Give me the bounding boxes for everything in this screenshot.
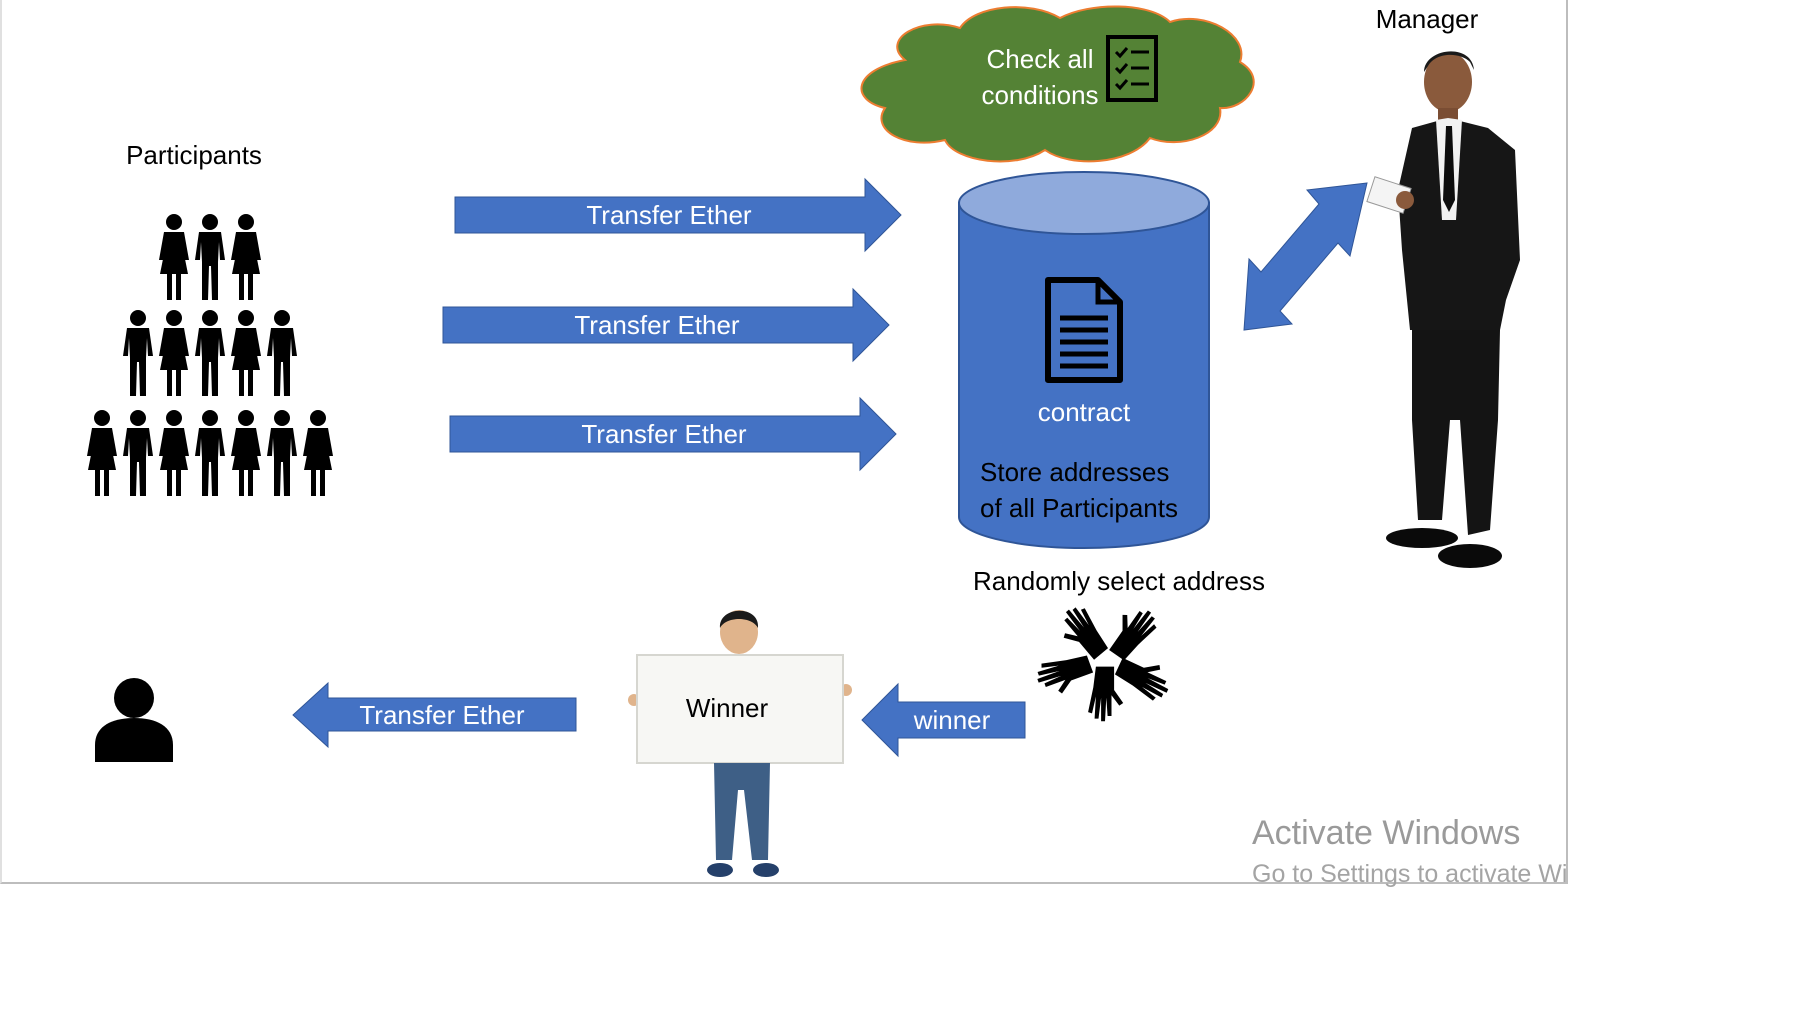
random-select-label: Randomly select address bbox=[973, 566, 1265, 596]
check-conditions-line2: conditions bbox=[981, 80, 1098, 110]
store-addresses-line2: of all Participants bbox=[980, 493, 1178, 523]
transfer-arrow-3: Transfer Ether bbox=[449, 396, 897, 472]
transfer-arrow-2-label: Transfer Ether bbox=[574, 310, 740, 340]
businessman-figure bbox=[1366, 51, 1520, 568]
document-icon bbox=[1045, 277, 1123, 383]
transfer-arrow-1-label: Transfer Ether bbox=[586, 200, 752, 230]
activate-windows-subtext: Go to Settings to activate Wi bbox=[1252, 860, 1567, 888]
transfer-arrow-2: Transfer Ether bbox=[442, 287, 890, 363]
user-icon bbox=[95, 678, 173, 762]
transfer-arrow-3-label: Transfer Ether bbox=[581, 419, 747, 449]
manager-double-arrow bbox=[1243, 182, 1368, 331]
hands-circle-icon bbox=[1032, 600, 1176, 722]
transfer-arrow-out: Transfer Ether bbox=[292, 681, 577, 749]
participants-label: Participants bbox=[126, 140, 262, 170]
check-conditions-cloud: Check all conditions bbox=[860, 5, 1255, 163]
child-holding-sign-figure: Winner bbox=[628, 610, 852, 877]
winner-sign-label: Winner bbox=[686, 693, 769, 723]
checklist-icon bbox=[1106, 35, 1158, 102]
winner-arrow: winner bbox=[861, 682, 1026, 758]
contract-cylinder: contract Store addresses of all Particip… bbox=[958, 171, 1210, 549]
contract-label: contract bbox=[1038, 397, 1131, 427]
manager-label: Manager bbox=[1376, 4, 1479, 34]
slide-border bbox=[0, 0, 1568, 884]
check-conditions-line1: Check all bbox=[987, 44, 1094, 74]
people-group-icon bbox=[87, 214, 333, 496]
activate-windows-watermark: Activate Windows bbox=[1252, 814, 1520, 852]
transfer-arrow-1: Transfer Ether bbox=[454, 177, 902, 253]
winner-arrow-label: winner bbox=[913, 705, 991, 735]
transfer-arrow-out-label: Transfer Ether bbox=[359, 700, 525, 730]
store-addresses-line1: Store addresses bbox=[980, 457, 1169, 487]
